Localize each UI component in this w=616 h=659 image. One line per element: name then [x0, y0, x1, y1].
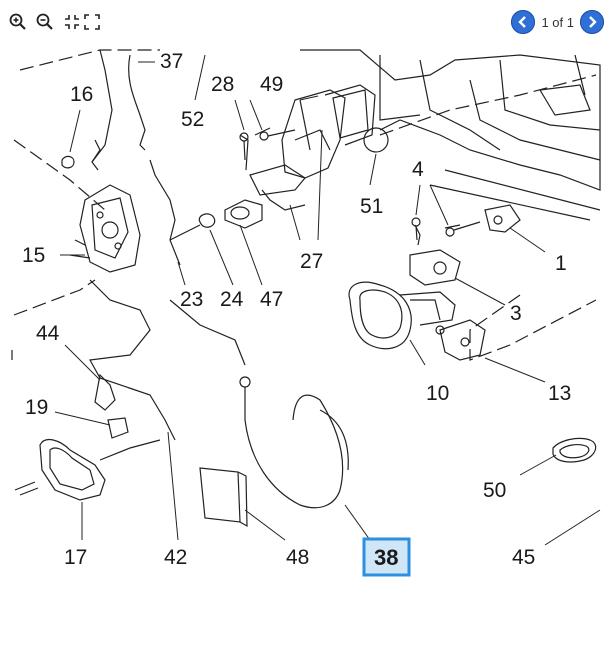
- highlight-box: [362, 537, 411, 577]
- rod-part: [149, 159, 181, 266]
- arrow-right-icon[interactable]: [580, 10, 604, 34]
- callout-label[interactable]: 24: [220, 288, 244, 311]
- zoom-in-icon[interactable]: [8, 12, 28, 32]
- fullscreen-icon[interactable]: [82, 12, 102, 32]
- page-count: 1 of 1: [541, 14, 574, 30]
- callout-label[interactable]: 28: [211, 73, 234, 96]
- door-frame-part: [300, 49, 601, 221]
- callout-label[interactable]: 23: [180, 288, 203, 311]
- callout-label[interactable]: 49: [260, 73, 283, 96]
- fit-icon[interactable]: [62, 12, 82, 32]
- rod-part: [91, 49, 113, 163]
- callout-label[interactable]: 19: [25, 396, 48, 419]
- inside-handle-part: [14, 373, 129, 501]
- callout-label[interactable]: 15: [22, 244, 45, 267]
- callout-label[interactable]: 47: [260, 288, 283, 311]
- callout-label[interactable]: 52: [181, 108, 204, 131]
- callout-label[interactable]: 3: [510, 302, 522, 325]
- cable-part: [239, 376, 349, 509]
- zoom-out-icon[interactable]: [35, 12, 55, 32]
- leader-lines: [54, 54, 601, 546]
- callout-label[interactable]: 51: [360, 195, 383, 218]
- pager: 1 of 1: [511, 8, 604, 36]
- callout-label[interactable]: 50: [483, 479, 506, 502]
- pad-part: [237, 471, 248, 528]
- pad-part: [199, 467, 241, 523]
- bracket-part: [239, 84, 376, 211]
- rod-part: [99, 439, 161, 461]
- callout-label[interactable]: 48: [286, 546, 309, 569]
- callout-label[interactable]: 16: [70, 83, 93, 106]
- clip-part: [61, 155, 75, 169]
- callout-label[interactable]: 37: [160, 50, 183, 73]
- callout-label[interactable]: 4: [412, 158, 424, 181]
- rod-part: [128, 54, 146, 151]
- grommet-part: [552, 437, 597, 463]
- rod-part: [89, 279, 176, 441]
- callout-label[interactable]: 27: [300, 250, 323, 273]
- outside-handle-part: [348, 204, 521, 361]
- parts-diagram: 37 28 49 16 52 51 4 15 27 1 23 24 47 3 4…: [11, 49, 601, 577]
- callout-label[interactable]: 44: [36, 322, 60, 345]
- screw-part: [239, 129, 481, 241]
- callout-label[interactable]: 17: [64, 546, 87, 569]
- rod-part: [91, 139, 101, 171]
- toolbar: 1 of 1: [0, 0, 616, 46]
- callout-label[interactable]: 42: [164, 546, 187, 569]
- grommet-part: [363, 127, 389, 153]
- callout-label[interactable]: 10: [426, 382, 449, 405]
- callout-label[interactable]: 45: [512, 546, 535, 569]
- callout-label[interactable]: 1: [555, 252, 567, 275]
- callout-label-highlighted[interactable]: 38: [374, 545, 398, 570]
- lock-cylinder-part: [169, 199, 263, 241]
- arrow-left-icon[interactable]: [511, 10, 536, 34]
- rod-part: [169, 299, 246, 366]
- latch-assembly-part: [69, 184, 141, 273]
- callout-label[interactable]: 13: [548, 382, 571, 405]
